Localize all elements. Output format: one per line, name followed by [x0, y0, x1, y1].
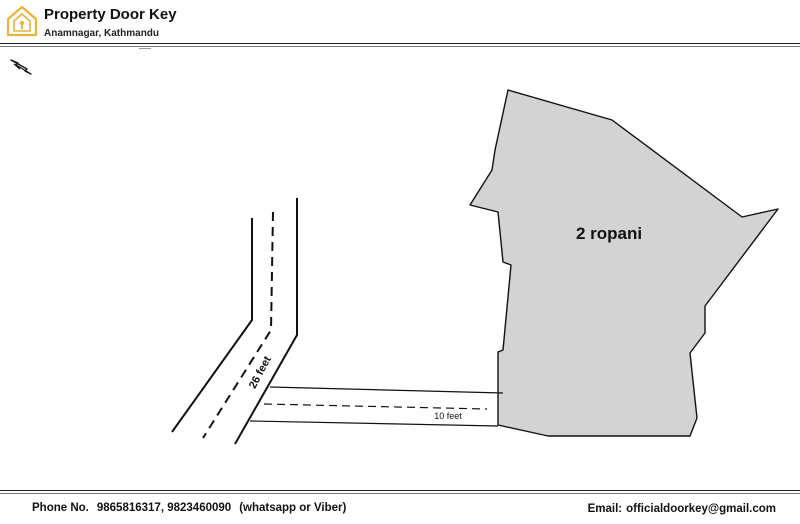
access-road-edge-bottom: [249, 420, 499, 427]
header-divider: [0, 43, 800, 44]
house-logo-icon: [6, 5, 38, 37]
email-contact: Email:officialdoorkey@gmail.com: [588, 503, 776, 515]
header: Property Door Key Anamnagar, Kathmandu: [0, 0, 800, 50]
road-edge-left: [171, 218, 253, 433]
compass-arrow-icon: [10, 59, 32, 75]
phone-numbers[interactable]: 9865816317, 9823460090: [96, 502, 232, 514]
phone-contact: Phone No. 9865816317, 9823460090 (whatsapp…: [32, 502, 346, 514]
email-label: Email:: [587, 503, 623, 515]
phone-note: (whatsapp or Viber): [239, 502, 347, 514]
road-width-label: 26 feet: [247, 354, 274, 391]
road-centerline: [202, 211, 274, 439]
brand-name: Property Door Key: [44, 6, 177, 23]
plot-area-label: 2 ropani: [576, 224, 642, 243]
footer-divider-secondary: [0, 493, 800, 494]
land-plot: [469, 89, 779, 437]
access-width-label: 10 feet: [434, 411, 462, 421]
phone-label: Phone No.: [32, 502, 89, 514]
email-address[interactable]: officialdoorkey@gmail.com: [626, 503, 776, 515]
header-tick-mark: [139, 48, 151, 49]
access-road-centerline: [263, 403, 488, 410]
road-edge-right: [234, 198, 298, 445]
brand-address: Anamnagar, Kathmandu: [44, 28, 160, 39]
header-divider-secondary: [0, 46, 800, 47]
footer-divider: [0, 490, 800, 491]
access-road-edge-top: [269, 386, 504, 394]
